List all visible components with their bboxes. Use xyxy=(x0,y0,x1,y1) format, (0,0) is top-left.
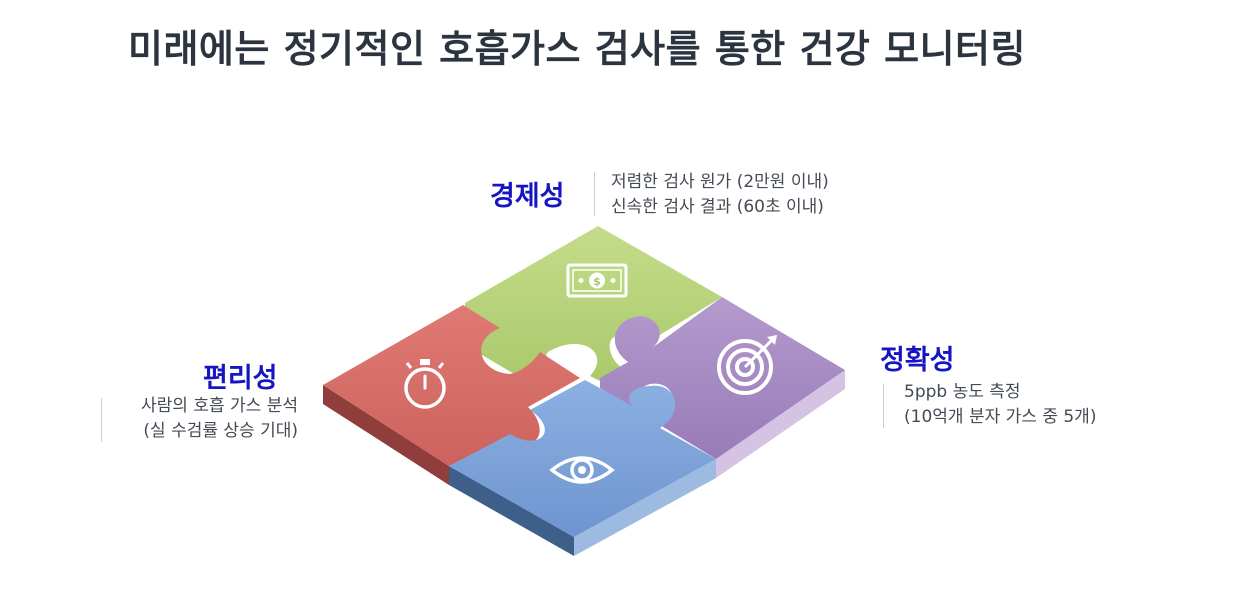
target-icon xyxy=(717,335,777,395)
convenience-line-1: 사람의 호흡 가스 분석 xyxy=(141,396,298,416)
svg-text:$: $ xyxy=(593,275,601,288)
page-title: 미래에는 정기적인 호흡가스 검사를 통한 건강 모니터링 xyxy=(128,27,1026,71)
convenience-divider xyxy=(101,398,102,442)
convenience-line-2: (실 수검률 상승 기대) xyxy=(143,421,298,441)
accuracy-description: 5ppb 농도 측정 (10억개 분자 가스 중 5개) xyxy=(904,380,1096,430)
economy-description: 저렴한 검사 원가 (2만원 이내) 신속한 검사 결과 (60초 이내) xyxy=(611,170,829,220)
puzzle-piece-economy xyxy=(465,226,722,392)
puzzle-piece-convenience xyxy=(323,305,580,485)
accuracy-line-2: (10억개 분자 가스 중 5개) xyxy=(904,407,1097,427)
economy-divider xyxy=(594,172,595,216)
money-icon: $ xyxy=(566,263,628,298)
convenience-label: 편리성 xyxy=(203,363,278,394)
accuracy-divider xyxy=(883,384,884,428)
convenience-description: 사람의 호흡 가스 분석 (실 수검률 상승 기대) xyxy=(112,394,298,444)
stopwatch-icon xyxy=(404,359,446,409)
accuracy-label: 정확성 xyxy=(880,345,955,376)
economy-label: 경제성 xyxy=(490,181,565,212)
accuracy-line-1: 5ppb 농도 측정 xyxy=(904,382,1021,402)
economy-line-1: 저렴한 검사 원가 (2만원 이내) xyxy=(611,172,829,192)
eye-icon xyxy=(549,456,615,484)
economy-line-2: 신속한 검사 결과 (60초 이내) xyxy=(611,197,824,217)
